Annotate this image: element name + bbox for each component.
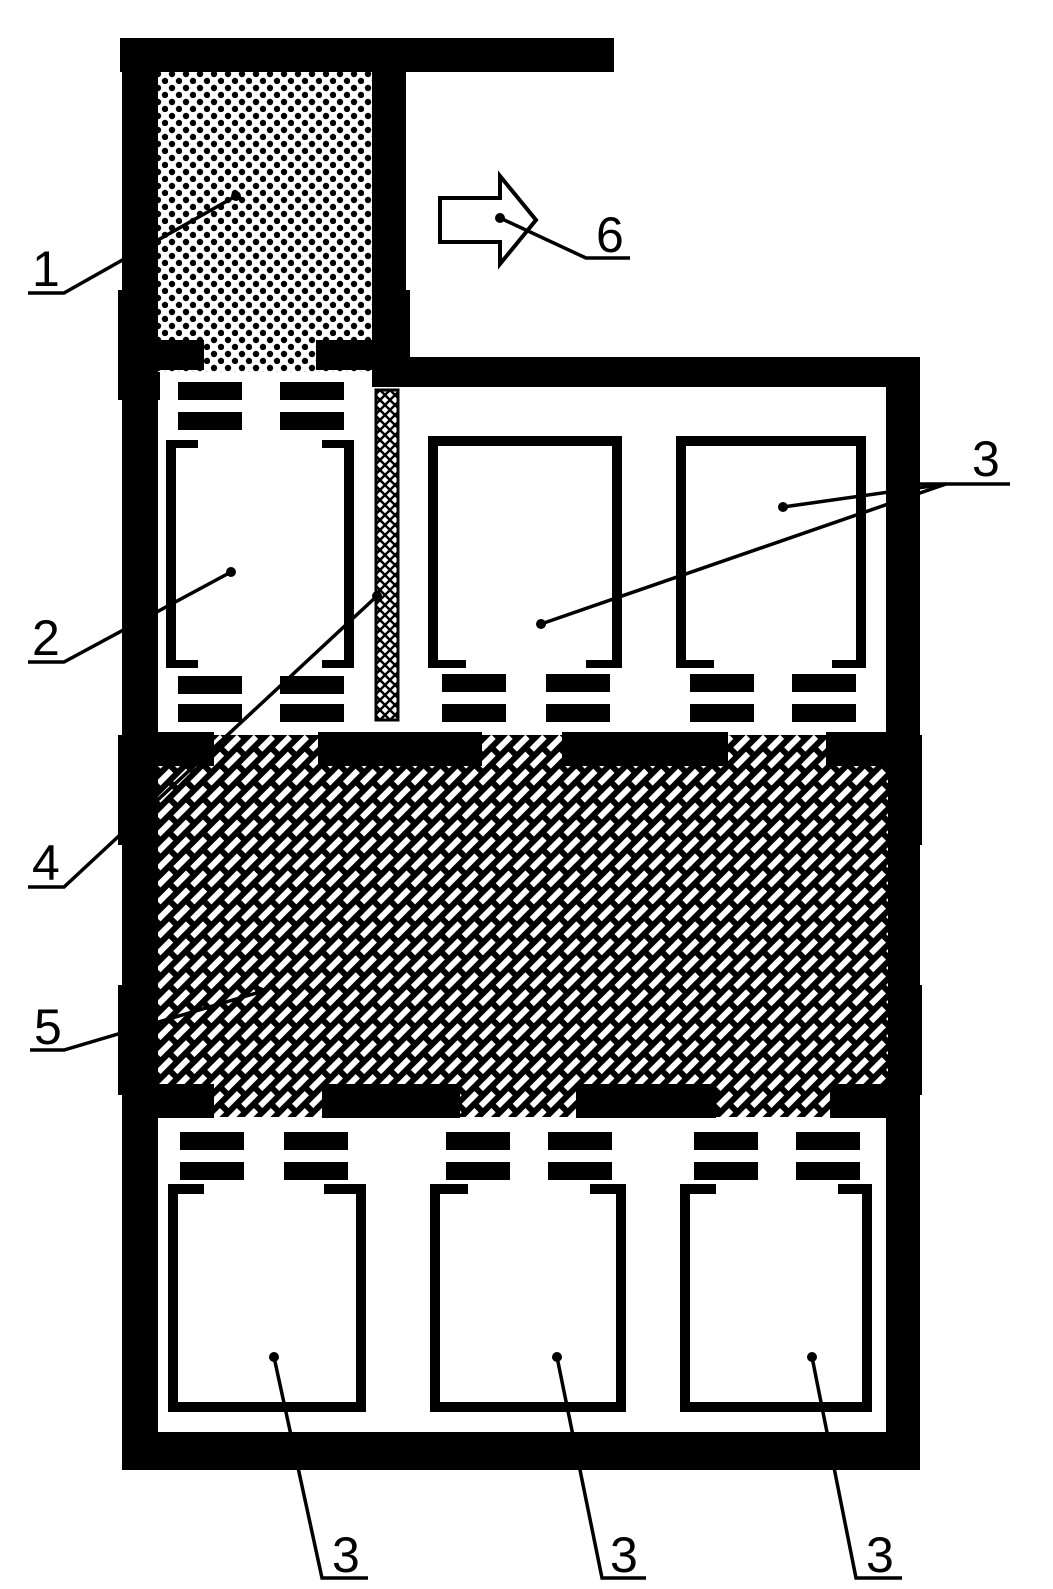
- flow-arrow-icon: [438, 170, 539, 270]
- cell-3-bottom-right: [680, 1132, 872, 1412]
- leader-dots: [226, 191, 817, 1362]
- cell-3-bottom-middle: [430, 1132, 626, 1412]
- cell-3-upper-right: [676, 436, 866, 722]
- lower-partition-blocks: [150, 1084, 890, 1118]
- label-6: 6: [596, 207, 624, 263]
- label-3-bottom-right: 3: [866, 1527, 894, 1583]
- label-3-bottom-middle: 3: [610, 1527, 638, 1583]
- cell-2: [166, 382, 354, 722]
- label-5: 5: [34, 999, 62, 1055]
- leader-lines: [28, 194, 1010, 1580]
- upper-partition-blocks: [150, 732, 892, 766]
- feed-column-material: [158, 72, 372, 372]
- label-4: 4: [32, 835, 60, 891]
- label-3-bottom-left: 3: [332, 1527, 360, 1583]
- feed-outlet-stubs: [152, 340, 374, 370]
- label-3-top: 3: [972, 431, 1000, 487]
- cell-3-upper-middle: [428, 436, 622, 722]
- divider-partition: [374, 388, 400, 722]
- label-1: 1: [32, 241, 60, 297]
- cell-3-bottom-left: [168, 1132, 366, 1412]
- label-2: 2: [32, 610, 60, 666]
- central-chamber-material: [158, 735, 888, 1117]
